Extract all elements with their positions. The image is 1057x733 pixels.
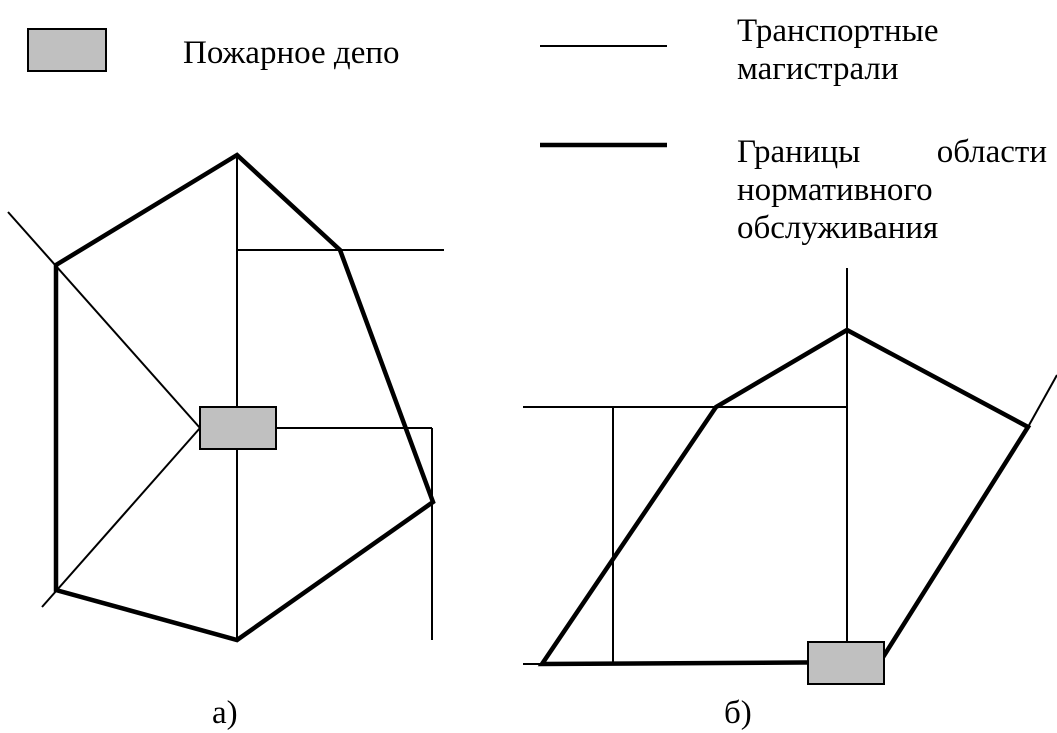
legend-depot-text: Пожарное депо <box>183 35 400 71</box>
legend-depot-symbol <box>27 28 107 72</box>
diagram-b-service-boundary <box>537 327 1032 667</box>
diagram-a-roads <box>7 155 444 640</box>
legend-boundary-line-2: нормативного <box>737 172 933 208</box>
diagram-a-service-boundary <box>53 152 436 643</box>
diagram-b-fire-depot <box>807 641 885 685</box>
legend-boundary-word-2: области <box>936 134 1047 170</box>
legend-boundary-label: Границы области нормативного обслуживани… <box>737 133 1047 247</box>
legend-roads-line-1: Транспортные <box>737 13 939 49</box>
legend-boundary-line-1: Границы области <box>737 133 1047 171</box>
legend-roads-line-2: магистрали <box>737 51 899 87</box>
road <box>7 211 201 429</box>
caption-a: а) <box>212 695 238 731</box>
caption-b: б) <box>724 695 752 731</box>
diagram-a-fire-depot <box>199 406 277 450</box>
legend-roads-label: Транспортные магистрали <box>737 12 938 88</box>
diagram-b-roads <box>523 268 1057 665</box>
legend-boundary-word-1: Границы <box>737 134 861 170</box>
legend-boundary-line-3: обслуживания <box>737 210 939 246</box>
road <box>1027 374 1057 428</box>
legend-depot-label: Пожарное депо <box>183 34 400 72</box>
road <box>41 427 201 608</box>
